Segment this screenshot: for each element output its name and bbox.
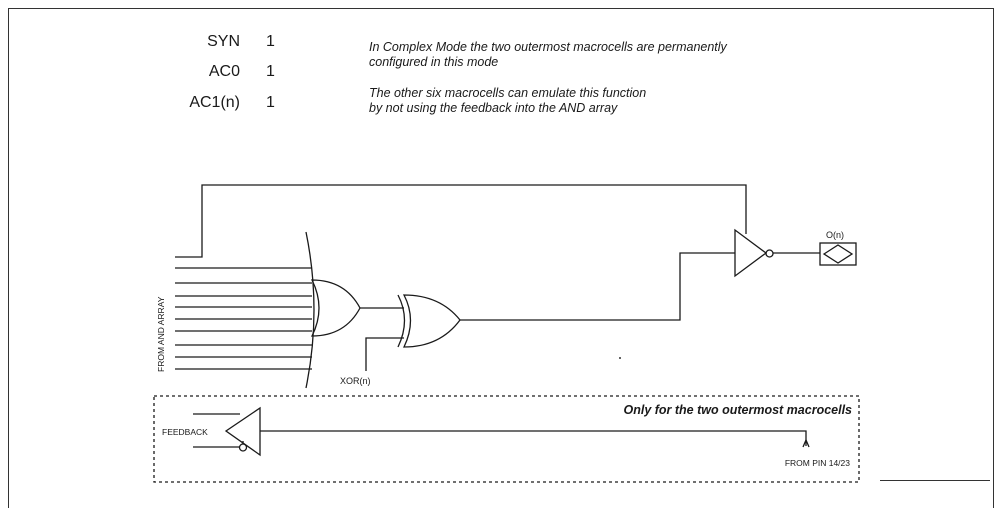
config-name-syn: SYN (207, 33, 240, 50)
xor-input-wire (365, 337, 404, 371)
diagram-frame (8, 8, 994, 508)
and-array-inputs (175, 267, 312, 370)
note-line-3: The other six macrocells can emulate thi… (369, 86, 647, 100)
config-value-syn: 1 (266, 33, 275, 50)
feedback-inversion-bubble (238, 443, 248, 452)
from-pin-label: FROM PIN 14/23 (785, 458, 850, 468)
config-name-ac1: AC1(n) (189, 94, 240, 111)
note-line-2: configured in this mode (369, 55, 499, 69)
config-value-ac0: 1 (266, 63, 275, 80)
bottom-rule (880, 480, 990, 481)
feedback-buffer (224, 406, 261, 457)
xor-gate (402, 294, 461, 348)
xor-gate-back (397, 294, 406, 348)
outermost-macrocell-box (153, 395, 860, 483)
from-and-array-label: FROM AND ARRAY (156, 296, 166, 372)
stray-dot (619, 357, 621, 359)
config-name-ac0: AC0 (208, 63, 240, 80)
output-inversion-bubble (765, 249, 774, 258)
or-gate (310, 279, 361, 337)
or-bus-bracket (305, 231, 315, 389)
note-line-1: In Complex Mode the two outermost macroc… (369, 40, 727, 54)
bypass-wire (175, 184, 747, 258)
from-pin-arrow (802, 438, 810, 448)
output-buffer (734, 228, 768, 278)
output-pin-diamond (822, 244, 854, 264)
config-value-ac1: 1 (266, 94, 275, 111)
xor-label: XOR(n) (340, 376, 371, 386)
feedback-label: FEEDBACK (162, 427, 208, 437)
note-line-4: by not using the feedback into the AND a… (369, 101, 618, 115)
output-pin-box (819, 242, 857, 266)
outermost-note-label: Only for the two outermost macrocells (623, 403, 852, 417)
output-label: O(n) (826, 230, 844, 240)
xor-output-wire (460, 252, 735, 321)
from-pin-wire (260, 430, 807, 446)
